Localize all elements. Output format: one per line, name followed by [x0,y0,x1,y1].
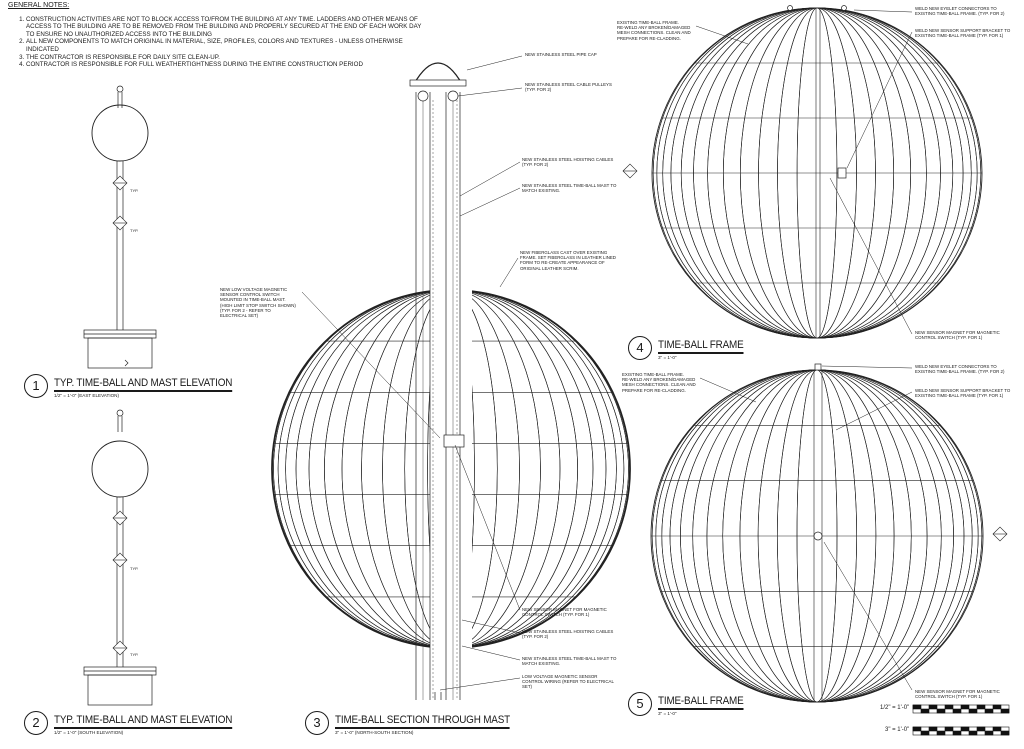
detail-title: TIME-BALL FRAME [658,695,744,710]
scale-label-three-inch: 3" = 1'-0" [885,727,910,733]
scale-bar-segment [992,704,1002,710]
scale-bar-segment [960,704,970,710]
scale-bar-segment [968,730,978,736]
label-frame-d4: EXISTING TIME-BALL FRAME. RE-WELD ANY BR… [617,20,691,41]
label-fiberglass: NEW FIBERGLASS CAST OVER EXISTING FRAME.… [520,250,616,271]
detail-2-elevation [83,409,157,706]
scale-bar-segment [928,704,938,710]
label-cables-top: NEW STAINLESS STEEL HOISTING CABLES (TYP… [522,157,614,168]
label-frame-d5: EXISTING TIME-BALL FRAME. RE-WELD ANY BR… [622,372,696,393]
label-magnet-d3: NEW SENSOR MAGNET FOR MAGNETIC CONTROL S… [522,607,607,618]
label-mast-top: NEW STAINLESS STEEL TIME-BALL MAST TO MA… [522,183,617,194]
scale-bar-segment [936,730,946,736]
detail-4-frame [651,5,983,339]
typ-tag: TYP. [130,188,139,193]
detail-title: TYP. TIME-BALL AND MAST ELEVATION [54,377,232,392]
label-mast-bottom: NEW STAINLESS STEEL TIME-BALL MAST TO MA… [522,656,617,667]
detail-1-callout-4 [112,175,128,191]
detail-scale: 1/2" = 1'-0" (EAST ELEVATION) [54,393,120,398]
detail-scale: 3" = 1'-0" (NORTH-SOUTH SECTION) [335,730,414,735]
scale-bar-segment [984,708,994,714]
detail-3-leaders [301,55,523,691]
scale-bar-segment [936,708,946,714]
detail-number: 2 [24,711,48,735]
scale-bar-segment [944,704,954,710]
label-bracket-d4: WELD NEW SENSOR SUPPORT BRACKET TO EXIST… [915,28,1011,39]
scale-bar-segment [920,708,930,714]
scale-label-half-inch: 1/2" = 1'-0" [880,705,910,711]
scale-bar-segment [1000,708,1010,714]
label-low-voltage-switch: NEW LOW VOLTAGE MAGNETIC SENSOR CONTROL … [220,287,296,319]
note-item: CONTRACTOR IS RESPONSIBLE FOR FULL WEATH… [26,61,428,69]
detail-3-section [271,62,631,700]
detail-number: 1 [24,374,48,398]
detail-number: 5 [628,692,652,716]
general-notes-header: GENERAL NOTES: [8,2,70,9]
label-magnet-d4: NEW SENSOR MAGNET FOR MAGNETIC CONTROL S… [915,330,1000,341]
typ-tag: TYP. [130,652,139,657]
scale-bar-segment [976,726,986,732]
detail-4-callout [622,163,638,179]
detail-number: 4 [628,336,652,360]
general-notes: GENERAL NOTES: CONSTRUCTION ACTIVITIES A… [8,2,428,69]
detail-scale: 3" = 1'-0" [658,711,677,716]
label-eyelet-d5: WELD NEW EYELET CONNECTORS TO EXISTING T… [915,364,1005,375]
scale-bar-segment [1000,730,1010,736]
mast-background [430,80,472,700]
label-bracket-d5: WELD NEW SENSOR SUPPORT BRACKET TO EXIST… [915,388,1011,399]
detail-1-elevation [83,85,157,369]
scale-bar-segment [984,730,994,736]
note-item: CONSTRUCTION ACTIVITIES ARE NOT TO BLOCK… [26,16,428,39]
detail-scale: 3" = 1'-0" [658,355,677,360]
detail-title: TIME-BALL SECTION THROUGH MAST [335,714,510,729]
typ-tag: TYP. [130,228,139,233]
scale-bar-segment [952,730,962,736]
scale-bar-segment [960,726,970,732]
scale-bar-three-inch [912,726,1010,736]
detail-number: 3 [305,711,329,735]
label-pulleys: NEW STAINLESS STEEL CABLE PULLEYS (TYP. … [525,82,612,93]
scale-bar-half-inch [912,704,1010,714]
detail-scale: 1/2" = 1'-0" (SOUTH ELEVATION) [54,730,124,735]
scale-bar-segment [944,726,954,732]
typ-tag: TYP. [130,566,139,571]
label-wiring: LOW VOLTAGE MAGNETIC SENSOR CONTROL WIRI… [522,674,614,690]
label-magnet-d5: NEW SENSOR MAGNET FOR MAGNETIC CONTROL S… [915,689,1000,700]
scale-bar-segment [920,730,930,736]
detail-1-callout-3 [112,215,128,231]
scale-bar-segment [912,704,922,710]
scale-bar-segment [952,708,962,714]
detail-5-callout [992,526,1008,542]
label-cables-bottom: NEW STAINLESS STEEL HOISTING CABLES (TYP… [522,629,614,640]
scale-bar-segment [912,726,922,732]
scale-bar-segment [928,726,938,732]
note-item: THE CONTRACTOR IS RESPONSIBLE FOR DAILY … [26,54,428,62]
scale-bar-segment [968,708,978,714]
detail-5-frame [650,363,984,703]
label-eyelet-d4: WELD NEW EYELET CONNECTORS TO EXISTING T… [915,6,1005,17]
detail-4-leaders [695,9,913,335]
detail-2-callouts [112,510,128,656]
detail-title: TYP. TIME-BALL AND MAST ELEVATION [54,714,232,729]
scale-bar-segment [976,704,986,710]
scale-bar-segment [992,726,1002,732]
label-pipe-cap: NEW STAINLESS STEEL PIPE CAP [525,52,597,57]
detail-5-leaders [699,365,913,691]
detail-title: TIME-BALL FRAME [658,339,744,354]
note-item: ALL NEW COMPONENTS TO MATCH ORIGINAL IN … [26,38,428,53]
